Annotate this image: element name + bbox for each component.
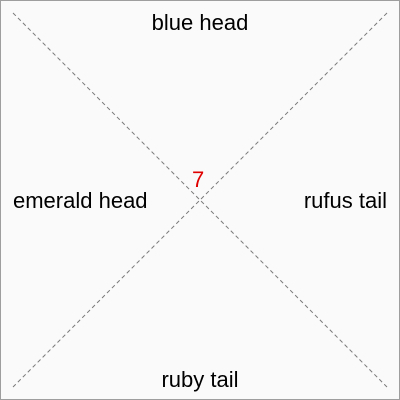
bottom-edge-label: ruby tail: [161, 367, 239, 392]
tile-number: 7: [192, 167, 205, 192]
left-edge-label: emerald head: [13, 188, 148, 213]
top-edge-label: blue head: [151, 10, 249, 35]
right-edge-label: rufus tail: [303, 188, 387, 213]
